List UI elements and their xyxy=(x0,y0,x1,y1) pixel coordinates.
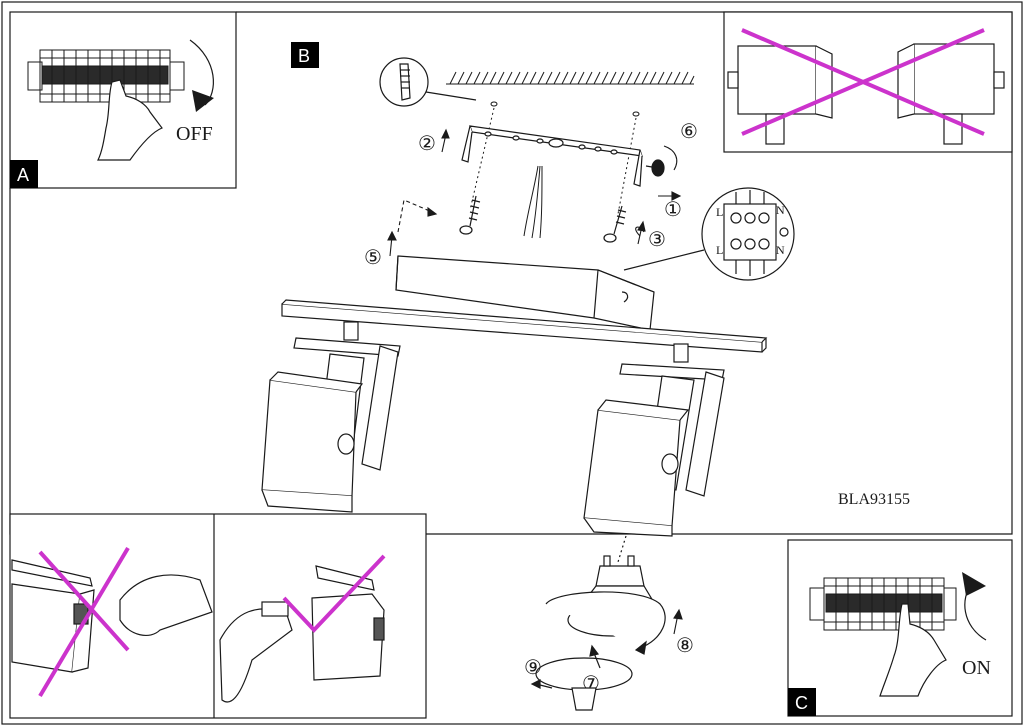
step-1-label: ① xyxy=(664,199,682,221)
terminal-block-callout xyxy=(623,187,795,281)
terminal-n-top: N xyxy=(776,203,785,217)
hand-on xyxy=(879,603,947,697)
fixture-rail xyxy=(281,299,768,353)
badge-b-text: B xyxy=(298,46,310,66)
step-numbers: ① ② ③ ④ ⑤ ⑥ ⑦ ⑧ ⑨ xyxy=(364,121,724,695)
bulb-change-panel xyxy=(9,513,427,719)
badge-a-text: A xyxy=(17,165,29,185)
drill-hole xyxy=(632,111,640,117)
wall-plug-callout xyxy=(379,57,477,107)
panel-c: ON C xyxy=(787,539,1013,717)
step-arrows xyxy=(387,128,683,635)
badge-c xyxy=(788,688,816,716)
badge-b xyxy=(291,42,319,68)
warning-panel xyxy=(723,11,1013,153)
check-mark xyxy=(282,554,386,633)
spotlight-right xyxy=(583,343,725,537)
step-2-label: ② xyxy=(418,133,436,155)
cross-mark-top xyxy=(741,28,985,136)
panel-a: OFF A xyxy=(9,11,237,189)
spotlight-left xyxy=(261,321,401,513)
set-screw xyxy=(645,159,665,177)
badge-c-text: C xyxy=(795,693,808,713)
fixing-screw-right xyxy=(603,205,627,243)
switch-off-label: OFF xyxy=(176,123,213,145)
cross-mark-bottom xyxy=(38,546,130,698)
panel-b: B xyxy=(9,11,1013,695)
model-code: BLA93155 xyxy=(838,491,910,508)
cool-spot-correct xyxy=(219,565,385,703)
step-6-label: ⑥ xyxy=(680,121,698,143)
breaker-panel-a xyxy=(27,49,185,103)
step-9-label: ⑨ xyxy=(524,657,542,679)
step-8-label: ⑧ xyxy=(676,635,694,657)
badge-a xyxy=(10,160,38,188)
fixing-screw-left xyxy=(459,195,481,235)
step-5-label: ⑤ xyxy=(364,247,382,269)
terminal-l-top: L xyxy=(716,205,723,219)
breaker-panel-c xyxy=(809,577,957,631)
terminal-n-bottom: N xyxy=(776,243,785,257)
terminal-l-bottom: L xyxy=(716,243,723,257)
ceiling xyxy=(446,71,695,85)
guide-line xyxy=(469,107,495,211)
hand-off xyxy=(97,79,163,161)
drill-hole xyxy=(490,101,498,107)
supply-wires xyxy=(523,165,543,239)
gu10-bulb xyxy=(530,535,666,711)
switch-on-label: ON xyxy=(962,657,991,679)
step-3-label: ③ xyxy=(648,229,666,251)
mounting-bracket xyxy=(461,125,643,187)
guide-line xyxy=(617,117,637,215)
